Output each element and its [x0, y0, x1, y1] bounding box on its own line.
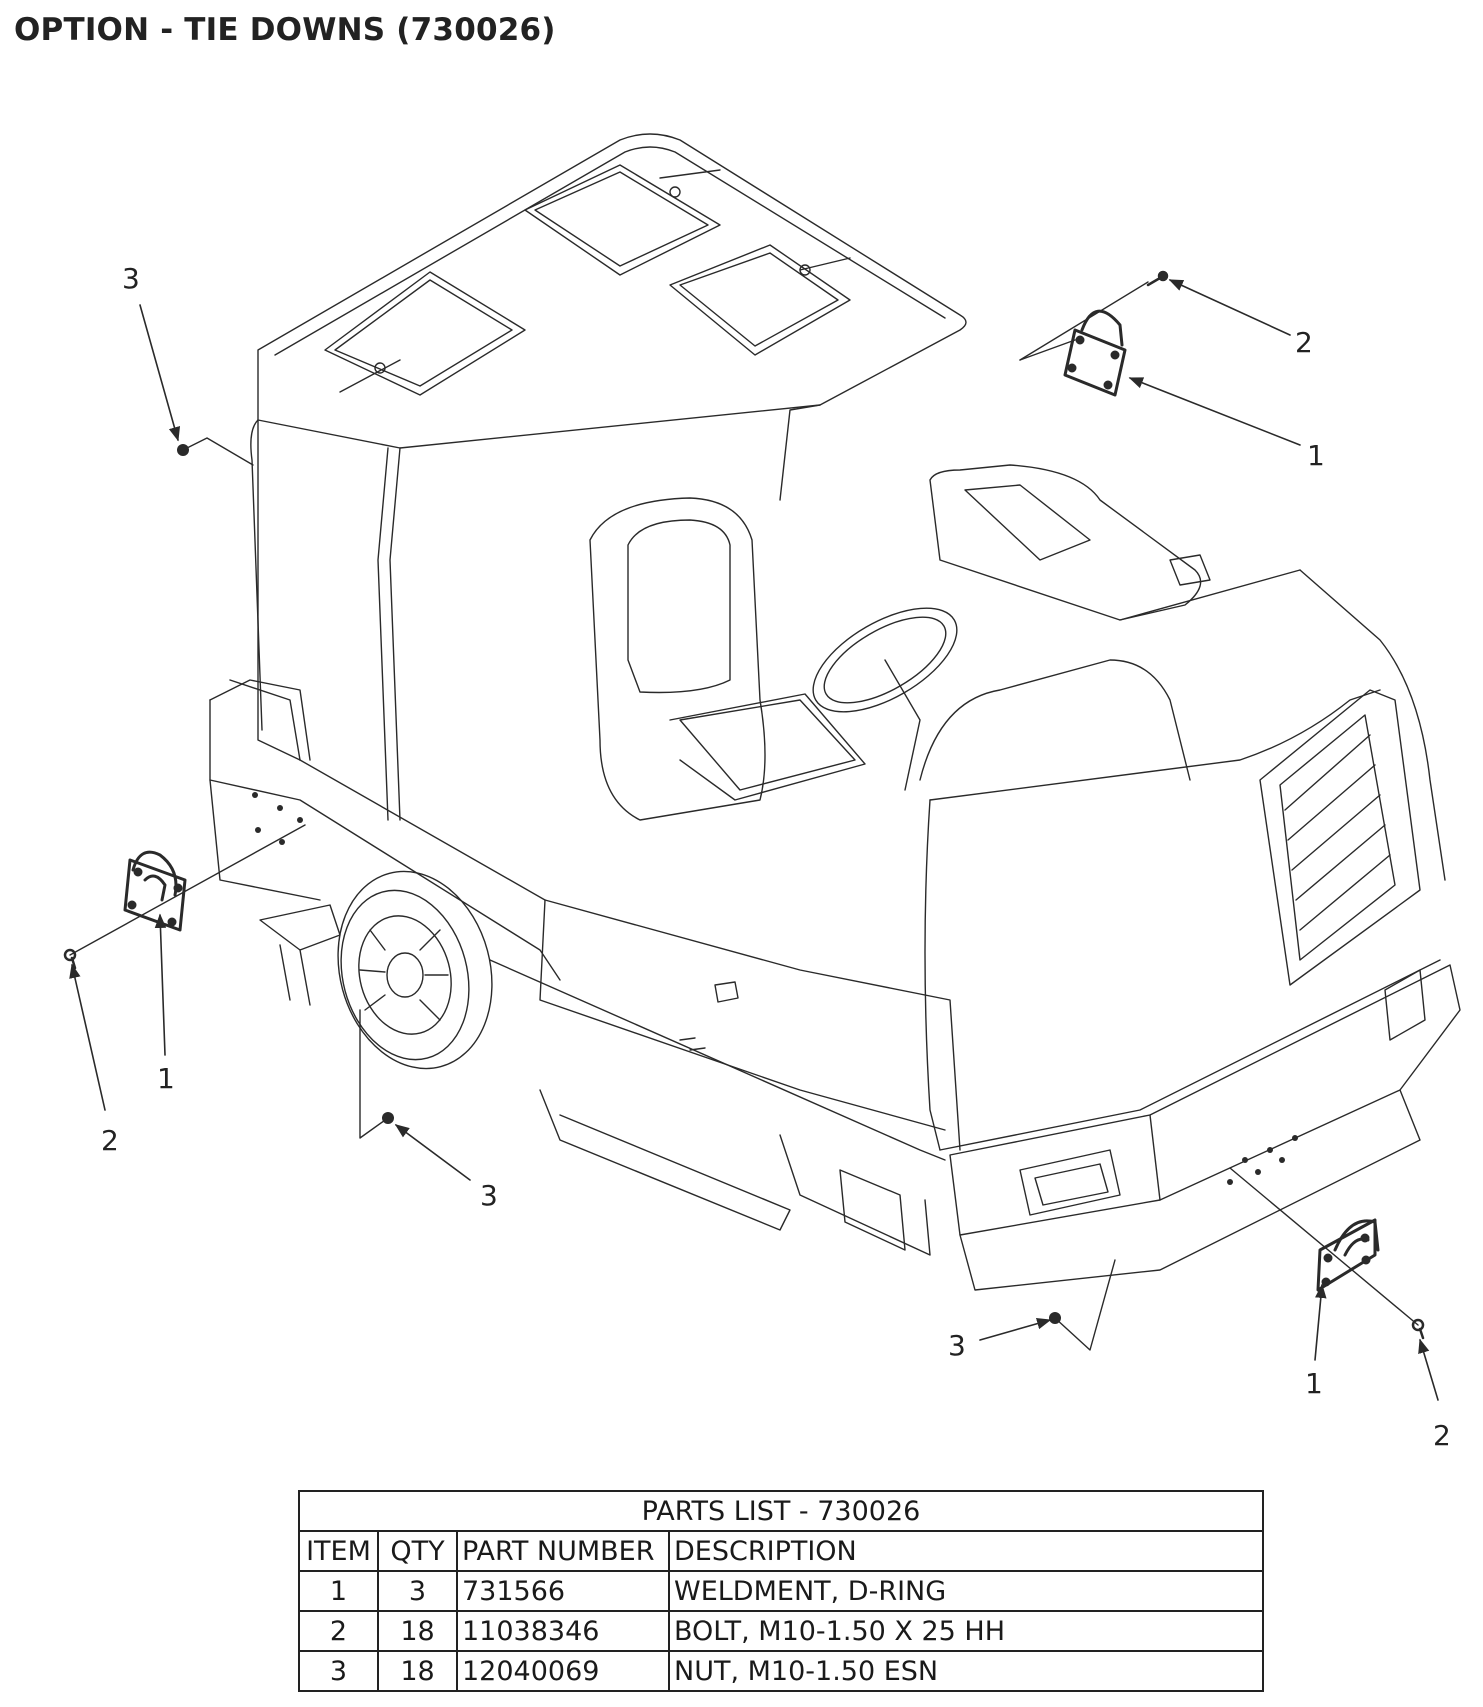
cell-description: BOLT, M10-1.50 X 25 HH: [668, 1610, 1264, 1652]
machine-body: [209, 133, 1461, 1291]
callout-3-middle: 3: [480, 1179, 498, 1212]
header-part-number: PART NUMBER: [456, 1530, 670, 1572]
callout-1-bottom-right: 1: [1305, 1367, 1323, 1400]
header-description: DESCRIPTION: [668, 1530, 1264, 1572]
parts-list-header-row: ITEM QTY PART NUMBER DESCRIPTION: [298, 1530, 1264, 1572]
table-row: 3 18 12040069 NUT, M10-1.50 ESN: [298, 1650, 1264, 1692]
table-row: 2 18 11038346 BOLT, M10-1.50 X 25 HH: [298, 1610, 1264, 1652]
page-title: OPTION - TIE DOWNS (730026): [14, 12, 556, 48]
callout-1-left: 1: [157, 1062, 175, 1095]
exploded-view-drawing: 3 2 1 1 2 3 3 1 2: [63, 133, 1461, 1452]
callout-1-top-right: 1: [1307, 439, 1325, 472]
callout-labels: 3 2 1 1 2 3 3 1 2: [101, 262, 1451, 1452]
callout-3-bottom: 3: [948, 1329, 966, 1362]
bolt-bottom-right: [1411, 1318, 1425, 1340]
cell-part-number: 731566: [456, 1570, 670, 1612]
parts-list-title-row: PARTS LIST - 730026: [298, 1490, 1264, 1532]
callout-2-bottom-right: 2: [1433, 1419, 1451, 1452]
callout-leaders: [69, 279, 1439, 1401]
cell-item: 1: [298, 1570, 379, 1612]
callout-3-left: 3: [122, 262, 140, 295]
callout-2-left: 2: [101, 1124, 119, 1157]
callout-2-top-right: 2: [1295, 326, 1313, 359]
header-item: ITEM: [298, 1530, 379, 1572]
cell-part-number: 11038346: [456, 1610, 670, 1652]
d-ring-top-right: [1063, 309, 1127, 397]
cell-item: 3: [298, 1650, 379, 1692]
cell-qty: 18: [377, 1650, 458, 1692]
bolt-top-right: [1146, 270, 1169, 287]
nut-markers: [177, 444, 1061, 1324]
assembly-lines: [69, 281, 1419, 1351]
cell-qty: 3: [377, 1570, 458, 1612]
cell-description: WELDMENT, D-RING: [668, 1570, 1264, 1612]
d-ring-left: [123, 850, 187, 932]
cell-qty: 18: [377, 1610, 458, 1652]
cell-item: 2: [298, 1610, 379, 1652]
cell-part-number: 12040069: [456, 1650, 670, 1692]
d-ring-bottom-right: [1316, 1218, 1380, 1292]
parts-list-table: PARTS LIST - 730026 ITEM QTY PART NUMBER…: [298, 1490, 1264, 1692]
parts-list-title: PARTS LIST - 730026: [298, 1490, 1264, 1532]
header-qty: QTY: [377, 1530, 458, 1572]
cell-description: NUT, M10-1.50 ESN: [668, 1650, 1264, 1692]
table-row: 1 3 731566 WELDMENT, D-RING: [298, 1570, 1264, 1612]
